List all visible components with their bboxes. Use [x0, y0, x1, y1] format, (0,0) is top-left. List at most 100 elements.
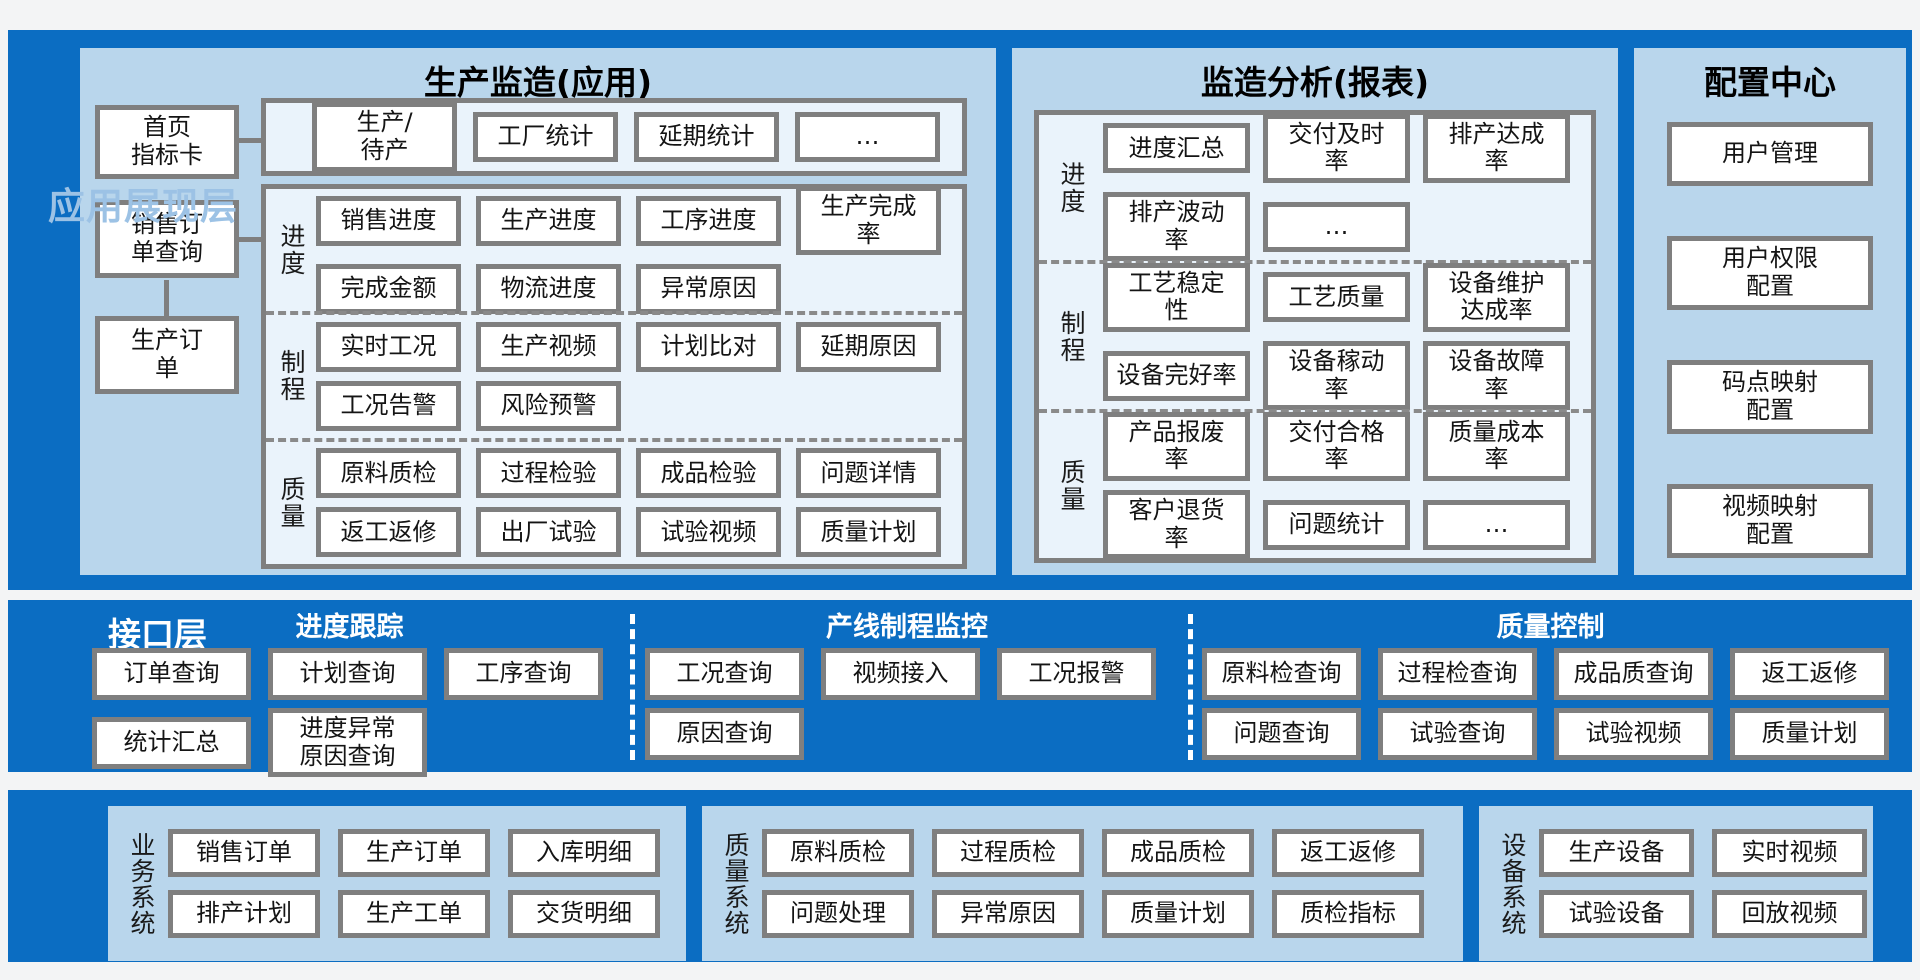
- report-box: 工艺质量: [1263, 272, 1410, 323]
- app-function-box: 物流进度: [476, 264, 621, 315]
- app-function-box: 生产进度: [476, 195, 621, 246]
- app-function-box: 原料质检: [316, 448, 461, 499]
- connector-line: [164, 280, 169, 318]
- interface-box: 返工返修: [1730, 648, 1889, 700]
- analysis-panel-title: 监造分析(报表): [1200, 63, 1430, 102]
- equipment-system-panel: 设备系统 生产设备实时视频 试验设备回放视频: [1479, 806, 1873, 961]
- data-source-box: 交货明细: [508, 890, 660, 938]
- app-function-box: 延期原因: [796, 322, 941, 372]
- app-function-box: 异常原因: [636, 264, 781, 315]
- production-panel-title: 生产监造(应用): [423, 63, 653, 102]
- interface-box: 视频接入: [821, 648, 980, 700]
- business-system-label: 业务系统: [127, 831, 156, 936]
- app-function-box: 风险预警: [476, 381, 621, 431]
- dashed-separator: [630, 614, 635, 760]
- report-box: 产品报废 率: [1103, 411, 1250, 481]
- quality-control-group: 质量控制 原料检查询过程检查询成品质查询返工返修 问题查询试验查询试验视频质量计…: [1202, 608, 1899, 760]
- interface-box: 订单查询: [92, 648, 251, 700]
- report-box: …: [1423, 499, 1570, 550]
- report-box: 进度汇总: [1103, 123, 1250, 174]
- app-function-box: …: [795, 112, 940, 162]
- app-function-box: 返工返修: [316, 507, 461, 558]
- connector-line: [239, 138, 263, 143]
- progress-tracking-title: 进度跟踪: [295, 612, 404, 643]
- app-function-box: 完成金额: [316, 264, 461, 315]
- report-box: 设备维护 达成率: [1423, 262, 1570, 332]
- process-label: 制程: [277, 349, 306, 404]
- app-layer-label: 应用展现层: [48, 185, 238, 228]
- report-box: 交付合格 率: [1263, 411, 1410, 481]
- report-box: 设备完好率: [1103, 350, 1250, 401]
- app-function-box: 生产/ 待产: [312, 102, 457, 172]
- data-source-box: 成品质检: [1102, 829, 1254, 877]
- app-function-box: 销售进度: [316, 195, 461, 246]
- report-box: 设备稼动 率: [1263, 341, 1410, 411]
- report-box: …: [1263, 201, 1410, 252]
- data-source-box: 实时视频: [1712, 829, 1867, 877]
- app-function-box: 试验视频: [636, 507, 781, 558]
- production-order-box: 生产订 单: [95, 316, 239, 394]
- sales-order-query-box: 销售订 单查询: [95, 200, 239, 278]
- report-box: 交付及时 率: [1263, 113, 1410, 183]
- data-source-box: 销售订单: [168, 829, 320, 877]
- data-source-box: 过程质检: [932, 829, 1084, 877]
- process-report-subsection: 制程 工艺稳定 性工艺质量设备维护 达成率 设备完好率设备稼动 率设备故障 率: [1039, 260, 1591, 411]
- quality-subsection: 质量 原料质检过程检验成品检验问题详情 返工返修出厂试验试验视频质量计划: [266, 437, 962, 564]
- connector-line: [239, 237, 263, 242]
- interface-box: 工况查询: [645, 648, 804, 700]
- app-function-box: 生产视频: [476, 322, 621, 372]
- production-function-groups: 进度 销售进度生产进度工序进度生产完成 率 完成金额物流进度异常原因 制程 实时…: [261, 184, 967, 569]
- app-function-box: 问题详情: [796, 448, 941, 499]
- interface-box: 原料检查询: [1202, 648, 1361, 700]
- data-source-box: 异常原因: [932, 890, 1084, 938]
- data-source-box: 返工返修: [1272, 829, 1424, 877]
- config-panel-title: 配置中心: [1704, 63, 1836, 102]
- interface-box: 原因查询: [645, 708, 804, 760]
- interface-box: 成品质查询: [1554, 648, 1713, 700]
- line-process-monitor-group: 产线制程监控 工况查询视频接入工况报警 原因查询: [645, 608, 1169, 760]
- process-subsection: 制程 实时工况生产视频计划比对延期原因 工况告警风险预警: [266, 311, 962, 437]
- report-box: 工艺稳定 性: [1103, 262, 1250, 332]
- data-source-box: 生产订单: [338, 829, 490, 877]
- interface-box: 问题查询: [1202, 708, 1361, 760]
- line-process-monitor-title: 产线制程监控: [826, 612, 988, 643]
- progress-label: 进度: [277, 223, 306, 278]
- quality-control-title: 质量控制: [1496, 612, 1605, 643]
- business-system-panel: 业务系统 销售订单生产订单入库明细 排产计划生产工单交货明细: [108, 806, 686, 961]
- interface-box: 质量计划: [1730, 708, 1889, 760]
- data-source-box: 生产工单: [338, 890, 490, 938]
- data-source-box: 入库明细: [508, 829, 660, 877]
- quality-system-label: 质量系统: [721, 831, 750, 936]
- dashed-separator: [1188, 614, 1193, 760]
- config-box: 码点映射 配置: [1667, 360, 1873, 434]
- app-function-box: 实时工况: [316, 322, 461, 372]
- interface-box: 试验查询: [1378, 708, 1537, 760]
- interface-box: 工况报警: [997, 648, 1156, 700]
- analysis-report-groups: 进度 进度汇总交付及时 率排产达成 率 排产波动 率… 制程 工艺稳定 性工艺质…: [1034, 110, 1596, 563]
- report-box: 质量成本 率: [1423, 411, 1570, 481]
- config-box: 视频映射 配置: [1667, 484, 1873, 558]
- home-indicator-card-box: 首页 指标卡: [95, 105, 239, 179]
- app-function-box: 出厂试验: [476, 507, 621, 558]
- overview-group: 生产/ 待产工厂统计延期统计…: [261, 98, 967, 176]
- report-box: 排产波动 率: [1103, 192, 1250, 262]
- data-source-box: 质检指标: [1272, 890, 1424, 938]
- data-source-box: 回放视频: [1712, 890, 1867, 938]
- interface-box: 试验视频: [1554, 708, 1713, 760]
- config-box: 用户管理: [1667, 122, 1873, 186]
- quality-system-panel: 质量系统 原料质检过程质检成品质检返工返修 问题处理异常原因质量计划质检指标: [702, 806, 1463, 961]
- progress-label: 进度: [1057, 160, 1086, 215]
- app-presentation-layer: 应用展现层 生产监造(应用) 首页 指标卡 销售订 单查询 生产订 单 生产/ …: [8, 30, 1912, 590]
- app-function-box: 计划比对: [636, 322, 781, 372]
- report-box: 问题统计: [1263, 499, 1410, 550]
- app-function-box: 过程检验: [476, 448, 621, 499]
- app-function-box: 延期统计: [634, 112, 779, 162]
- report-box: 设备故障 率: [1423, 341, 1570, 411]
- progress-tracking-group: 进度跟踪 订单查询计划查询工序查询 统计汇总进度异常 原因查询: [92, 608, 607, 778]
- progress-subsection: 进度 销售进度生产进度工序进度生产完成 率 完成金额物流进度异常原因: [266, 186, 962, 315]
- quality-report-subsection: 质量 产品报废 率交付合格 率质量成本 率 客户退货 率问题统计 …: [1039, 409, 1591, 560]
- interface-box: 工序查询: [444, 648, 603, 700]
- report-box: 客户退货 率: [1103, 490, 1250, 560]
- quality-label: 质量: [1057, 458, 1086, 513]
